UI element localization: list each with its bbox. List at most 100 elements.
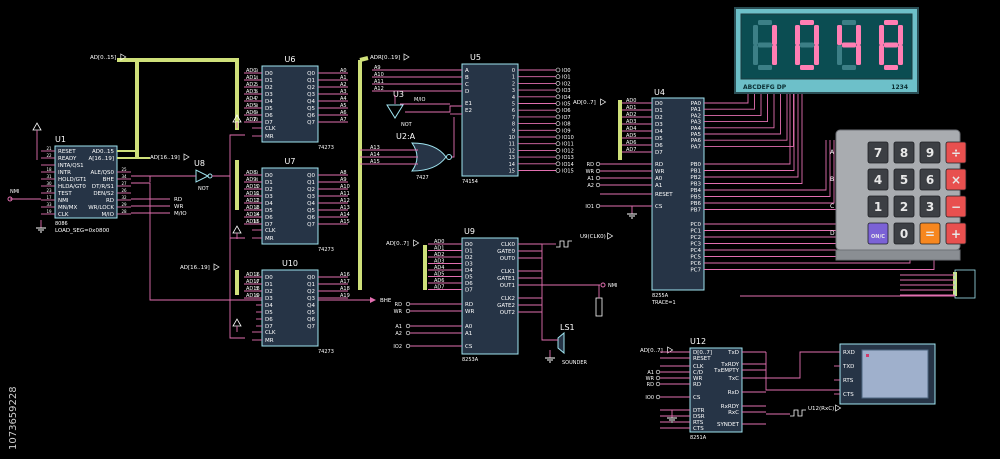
display-segment: [753, 45, 758, 65]
u12-ad07-label-arrow: [667, 346, 674, 354]
u5-out-net: IO1: [562, 75, 571, 81]
keypad-key-label: +: [951, 227, 961, 241]
nmi-terminal: [7, 196, 13, 202]
u7-in-net: AD10: [246, 184, 260, 190]
u1-left-pin: READY: [58, 156, 77, 162]
u6-q-pin: Q6: [307, 113, 315, 119]
keypad-key-label: ×: [951, 173, 961, 187]
u9-in-net: AD2: [434, 252, 444, 258]
u1-pin-num: 17: [46, 195, 52, 200]
u7-in-net: AD12: [246, 198, 260, 204]
u6-d-pin: D2: [265, 85, 273, 91]
u9-ctrl-terminal: [405, 308, 411, 314]
u5-out-terminal: [555, 134, 561, 140]
u7-in-net: AD8: [246, 170, 256, 176]
u6-in-net: AD4: [246, 96, 256, 102]
keypad-row-label: C: [830, 203, 834, 210]
u9-in-net: AD0: [434, 239, 444, 245]
u4-d-pin: D2: [655, 115, 663, 121]
u4-pa-wire: [704, 92, 794, 147]
u5-e2-pin: E2: [465, 108, 472, 114]
u10-pin-num: 3: [255, 272, 258, 277]
u5-out-terminal: [555, 121, 561, 126]
u10-a1619-label-arrow: [213, 263, 220, 271]
u4-ctrl-net: A1: [587, 176, 594, 182]
u12-right-pin: TxEMPTY: [713, 368, 740, 374]
u4-ctrl-pin: WR: [655, 169, 664, 175]
u1-pin-num: 19: [46, 209, 52, 214]
u9-d-pin: D6: [465, 281, 473, 287]
u7-pin-num: 8: [255, 205, 258, 210]
u9-ref: U9: [464, 227, 475, 236]
u12-right-pin: SYNDET: [717, 422, 740, 428]
u2a-out-wire: [452, 117, 455, 158]
display-segment: [898, 25, 903, 45]
keypad-key: [945, 168, 967, 191]
u4-in-net: AD3: [626, 119, 636, 125]
u4-ref: U4: [654, 88, 665, 97]
u1-pin-num: 32: [121, 195, 127, 200]
u6-pin-num: 10: [253, 117, 259, 122]
u4-pa-pin: PA4: [691, 126, 702, 132]
u1-right-pin: M/IO: [101, 212, 114, 218]
u4-bus-connector: [954, 269, 976, 299]
u12-left-pin: RTS: [693, 420, 704, 426]
u12-ad07-label: AD[0..7]: [640, 348, 663, 354]
u4-ctrl-net: RD: [587, 162, 594, 168]
u4-ctrl-pin: A0: [655, 176, 663, 182]
u5-out-terminal: [555, 107, 561, 113]
u8-part: NOT: [198, 186, 210, 192]
u4-ad07-label-arrow: [600, 98, 607, 106]
u10-mr-pin: MR: [265, 338, 274, 344]
u8-out-wire-3: [229, 238, 245, 339]
ad015-bus-top: [137, 58, 239, 130]
keypad-key-label: 8: [900, 146, 908, 160]
u5-out-net: IO3: [562, 88, 571, 94]
ad015-label-arrow: [120, 53, 127, 61]
u5-out-net: IO0: [562, 68, 571, 74]
u8-ref: U8: [194, 159, 205, 168]
u5-in-net: A12: [374, 86, 384, 92]
u7-d-pin: D7: [265, 222, 273, 228]
u7-out-net: A8: [340, 170, 347, 176]
display-segment: [753, 25, 758, 45]
u9-part: 8253A: [462, 357, 479, 363]
u4-pb-pin: PB1: [690, 169, 701, 175]
u6-out-net: A4: [340, 96, 347, 102]
u4-pb-pin: PB3: [690, 182, 701, 188]
u10-q-pin: Q4: [307, 303, 315, 309]
u9-in-net: AD4: [434, 265, 444, 271]
u9-out-pin: GATE1: [497, 276, 515, 282]
bhe-label: BHE: [380, 298, 392, 304]
u6-pin-num: 6: [255, 89, 258, 94]
rd-net-label: RD: [174, 197, 182, 203]
u12-rxd-wire: [766, 351, 840, 379]
u4-ctrl-terminal: [595, 182, 601, 188]
u5-out-pin: 5: [512, 102, 515, 108]
display-segment: [884, 42, 898, 48]
u10-pin-num: 4: [255, 279, 258, 284]
keypad-key: [867, 168, 889, 191]
u4-in-net: AD7: [626, 147, 636, 153]
u5-out-pin: 4: [512, 95, 515, 101]
display-segment: [758, 65, 772, 70]
bhe-arrow: [370, 297, 376, 303]
u6-q-pin: Q4: [307, 99, 315, 105]
u9-out-pin: OUT2: [500, 310, 515, 316]
u9-ctrl-terminal: [405, 323, 411, 329]
u7-q-pin: Q0: [307, 173, 315, 179]
u6-d-pin: D3: [265, 92, 273, 98]
u1-right-pin: BHE: [103, 177, 115, 183]
u10-q-pin: Q6: [307, 317, 315, 323]
u4-pa-pin: PA0: [691, 101, 702, 107]
u6-pin-num: 3: [255, 68, 258, 73]
keypad-key: [893, 222, 915, 245]
u4-pa-wire: [704, 92, 781, 135]
u5-out-pin: 15: [509, 169, 515, 175]
u4-pa-wire: [704, 92, 762, 116]
u1-left-pin: TEST: [57, 191, 72, 197]
u5-part: 74154: [462, 179, 478, 185]
u4-note: TRACE=1: [651, 300, 676, 306]
u1-right-pin: WR/LOCK: [88, 205, 114, 211]
